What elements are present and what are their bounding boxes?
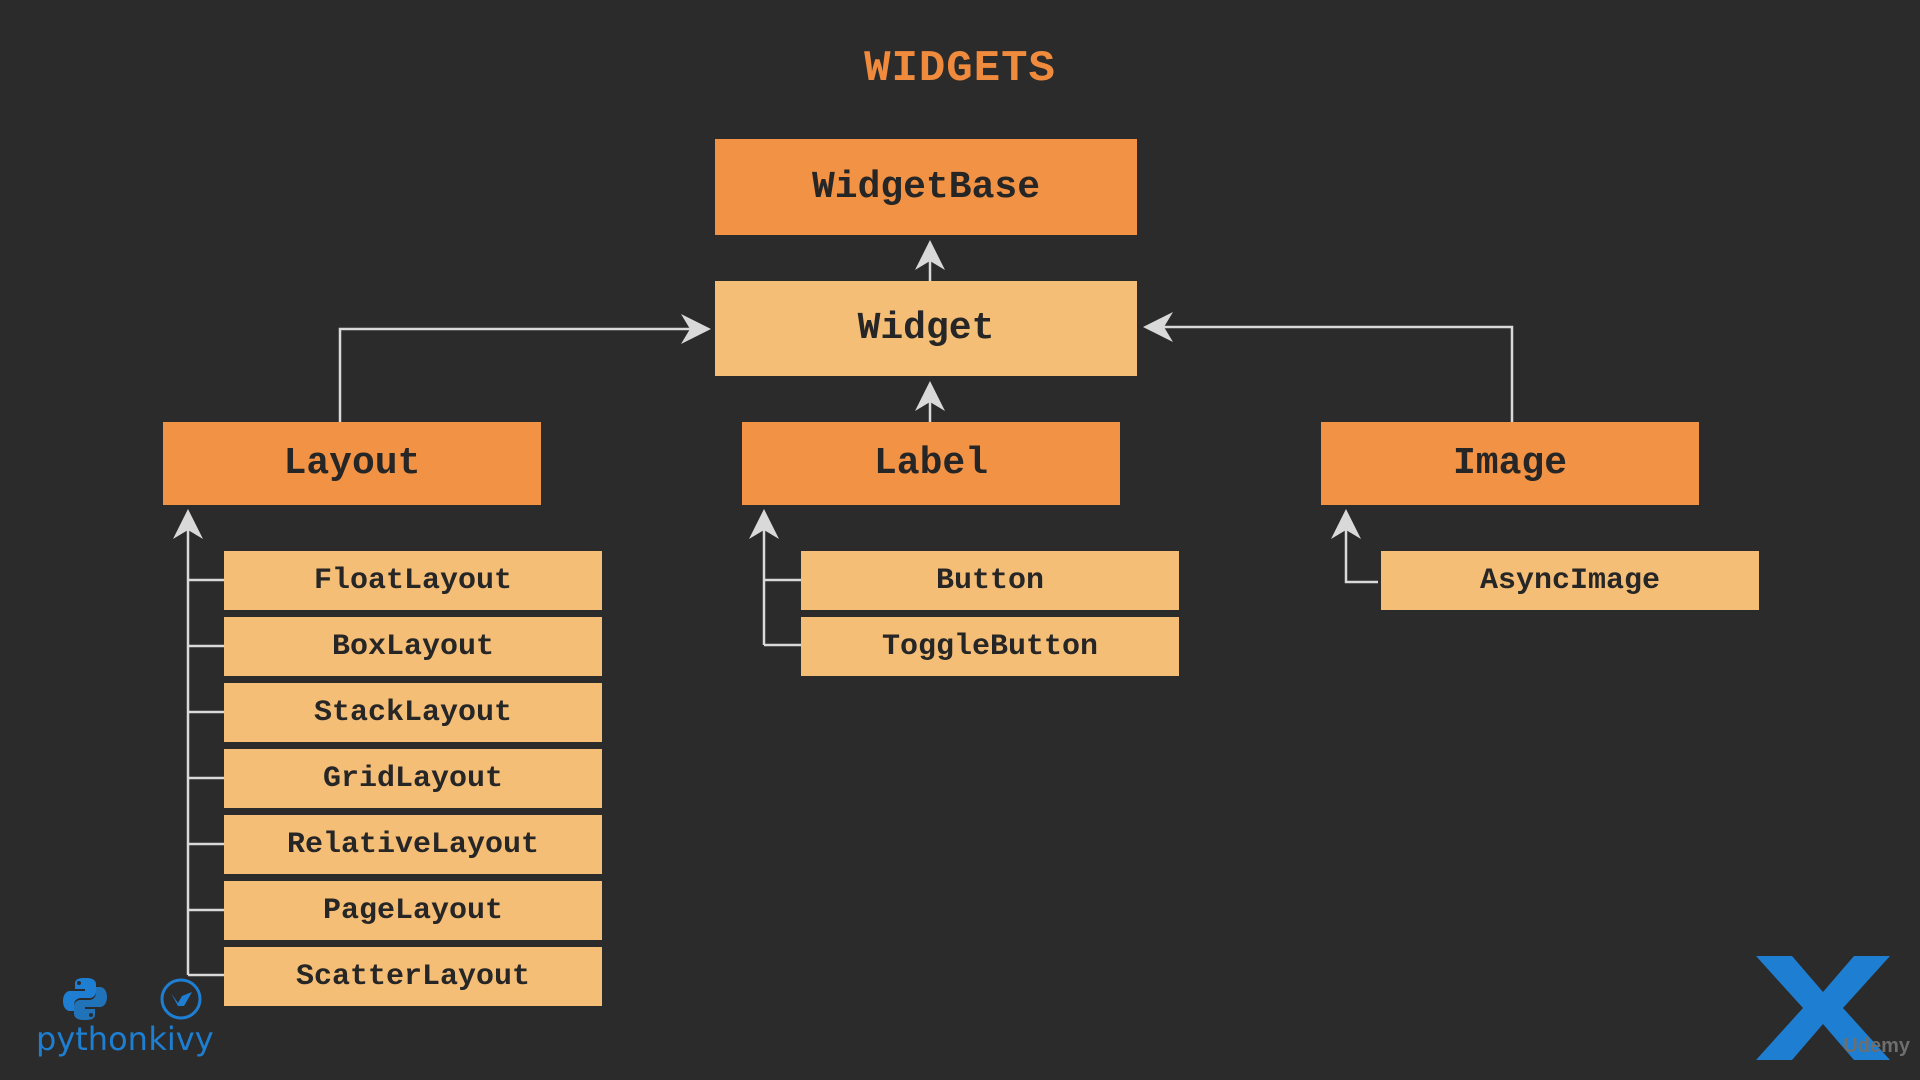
node-gridlayout: GridLayout <box>224 749 602 808</box>
kivy-label: kivy <box>148 1020 214 1058</box>
node-boxlayout: BoxLayout <box>224 617 602 676</box>
node-widget: Widget <box>715 281 1137 376</box>
node-floatlayout: FloatLayout <box>224 551 602 610</box>
node-image: Image <box>1321 422 1699 505</box>
arrow-layout-to-widget <box>338 314 711 422</box>
node-togglebutton: ToggleButton <box>801 617 1179 676</box>
kivy-logo: kivy <box>146 976 216 1060</box>
node-stacklayout: StackLayout <box>224 683 602 742</box>
udemy-watermark: Udemy <box>1843 1035 1910 1057</box>
x-brand-logo <box>1756 956 1890 1060</box>
node-layout: Layout <box>163 422 541 505</box>
node-widgetbase: WidgetBase <box>715 139 1137 235</box>
node-pagelayout: PageLayout <box>224 881 602 940</box>
python-icon <box>63 978 107 1020</box>
python-logo: python <box>36 976 148 1060</box>
python-label: python <box>36 1020 148 1058</box>
page-title: WIDGETS <box>864 44 1056 94</box>
node-label: Label <box>742 422 1120 505</box>
node-button: Button <box>801 551 1179 610</box>
node-relativelayout: RelativeLayout <box>224 815 602 874</box>
node-scatterlayout: ScatterLayout <box>224 947 602 1006</box>
node-asyncimage: AsyncImage <box>1381 551 1759 610</box>
arrow-image-children <box>1331 509 1378 584</box>
arrow-image-to-widget <box>1143 312 1514 422</box>
kivy-icon <box>160 978 202 1020</box>
